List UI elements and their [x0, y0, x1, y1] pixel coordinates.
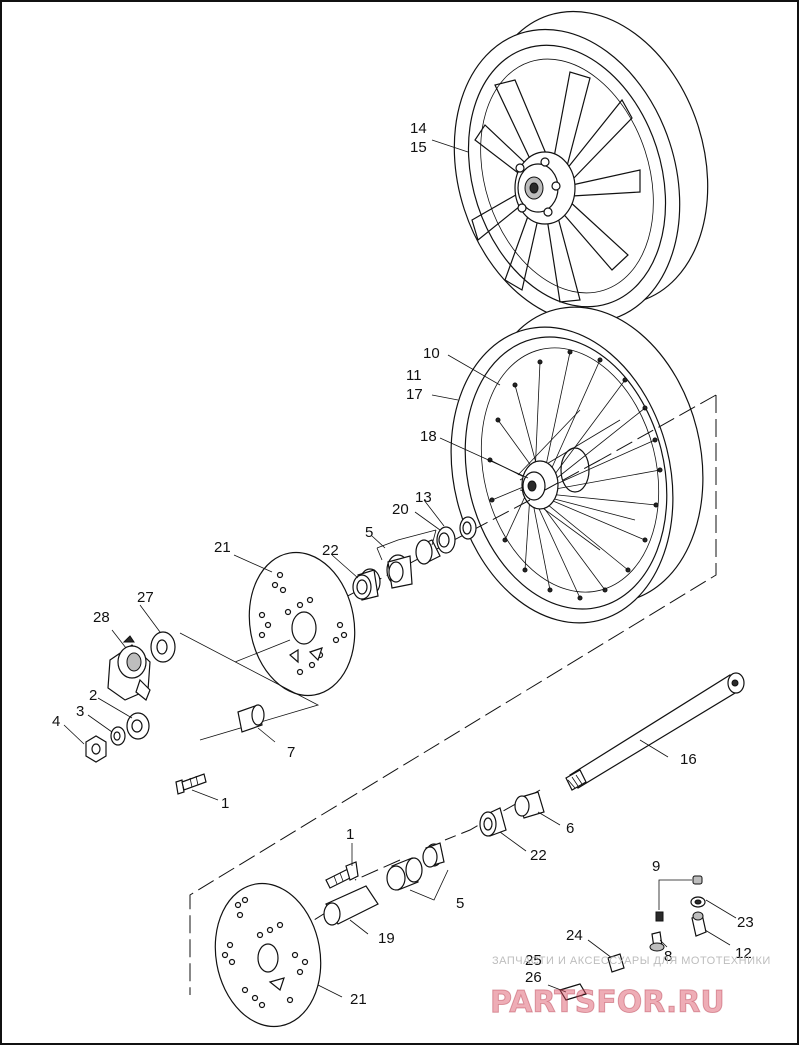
spoked-wheel — [450, 306, 704, 624]
callout-1-upper: 1 — [221, 795, 229, 812]
part-24-weight — [607, 953, 625, 973]
part-23-grommet — [690, 896, 706, 908]
callout-16: 16 — [680, 751, 697, 768]
callout-8: 8 — [664, 948, 672, 965]
callout-20: 20 — [392, 501, 409, 518]
part-21-brake-disc-lower — [214, 882, 322, 1028]
part-21-brake-disc-upper — [248, 551, 356, 697]
callout-4: 4 — [52, 713, 60, 730]
part-9-cap — [692, 875, 703, 885]
watermark: ЗАПЧАСТИ И АКСЕССУАРЫ ДЛЯ МОТОТЕХНИКИ PA… — [490, 955, 771, 1021]
callout-26: 26 — [525, 969, 542, 986]
callout-labels: 14 15 10 11 17 18 13 20 5 21 22 27 28 2 … — [52, 120, 754, 1008]
part-3-lockwasher — [110, 726, 126, 746]
part-26-weight — [559, 983, 587, 1001]
callout-23: 23 — [737, 914, 754, 931]
callout-22-lower: 22 — [530, 847, 547, 864]
part-7-spacer — [237, 704, 265, 733]
callout-19: 19 — [378, 930, 395, 947]
callout-24: 24 — [566, 927, 583, 944]
watermark-brand: PARTSFOR.RU — [490, 985, 725, 1020]
callout-21-lower: 21 — [350, 991, 367, 1008]
part-4-nut — [85, 735, 107, 763]
part-12-valve-nut — [691, 911, 707, 937]
part-6-spacer — [514, 791, 545, 819]
part-20-seal — [436, 526, 456, 554]
callout-7: 7 — [287, 744, 295, 761]
callout-5-upper: 5 — [365, 524, 373, 541]
part-9-valve-core — [655, 911, 664, 922]
part-22-spacer-upper — [352, 568, 381, 601]
part-8-valve-stem — [649, 931, 665, 952]
part-9-bracket — [658, 879, 692, 910]
callout-11: 11 — [406, 367, 422, 384]
callout-17: 17 — [406, 386, 423, 403]
callout-15: 15 — [410, 139, 427, 156]
part-27-washer — [150, 631, 176, 663]
part-16-axle — [565, 672, 745, 791]
part-5-bracket-upper — [376, 529, 437, 549]
cast-wheel — [453, 10, 709, 324]
callout-10: 10 — [423, 345, 440, 362]
callout-1-lower: 1 — [346, 826, 354, 843]
leader-lines — [63, 139, 737, 998]
callout-9: 9 — [652, 858, 660, 875]
part-2-washer — [126, 712, 150, 740]
part-1-bolt-upper — [175, 773, 207, 795]
part-19-spacer — [323, 885, 379, 926]
callout-5-lower: 5 — [456, 895, 464, 912]
callout-3: 3 — [76, 703, 84, 720]
part-13-washer — [459, 516, 477, 540]
callout-18: 18 — [420, 428, 437, 445]
part-28-speed-sensor-drive — [107, 635, 151, 701]
callout-27: 27 — [137, 589, 154, 606]
callout-12: 12 — [735, 945, 752, 962]
callout-28: 28 — [93, 609, 110, 626]
part-5-bearing-lower — [386, 842, 445, 891]
callout-22-upper: 22 — [322, 542, 339, 559]
callout-2: 2 — [89, 687, 97, 704]
callout-6: 6 — [566, 820, 574, 837]
part-5-bracket-lower — [409, 869, 449, 901]
callout-21-upper: 21 — [214, 539, 231, 556]
part-5-bearing-upper — [386, 539, 441, 589]
callout-25: 25 — [525, 952, 542, 969]
part-22-spacer-lower — [479, 807, 507, 837]
callout-14: 14 — [410, 120, 427, 137]
watermark-tagline: ЗАПЧАСТИ И АКСЕССУАРЫ ДЛЯ МОТОТЕХНИКИ — [492, 955, 771, 967]
callout-13: 13 — [415, 489, 432, 506]
part-1-bolt-lower — [325, 861, 359, 889]
